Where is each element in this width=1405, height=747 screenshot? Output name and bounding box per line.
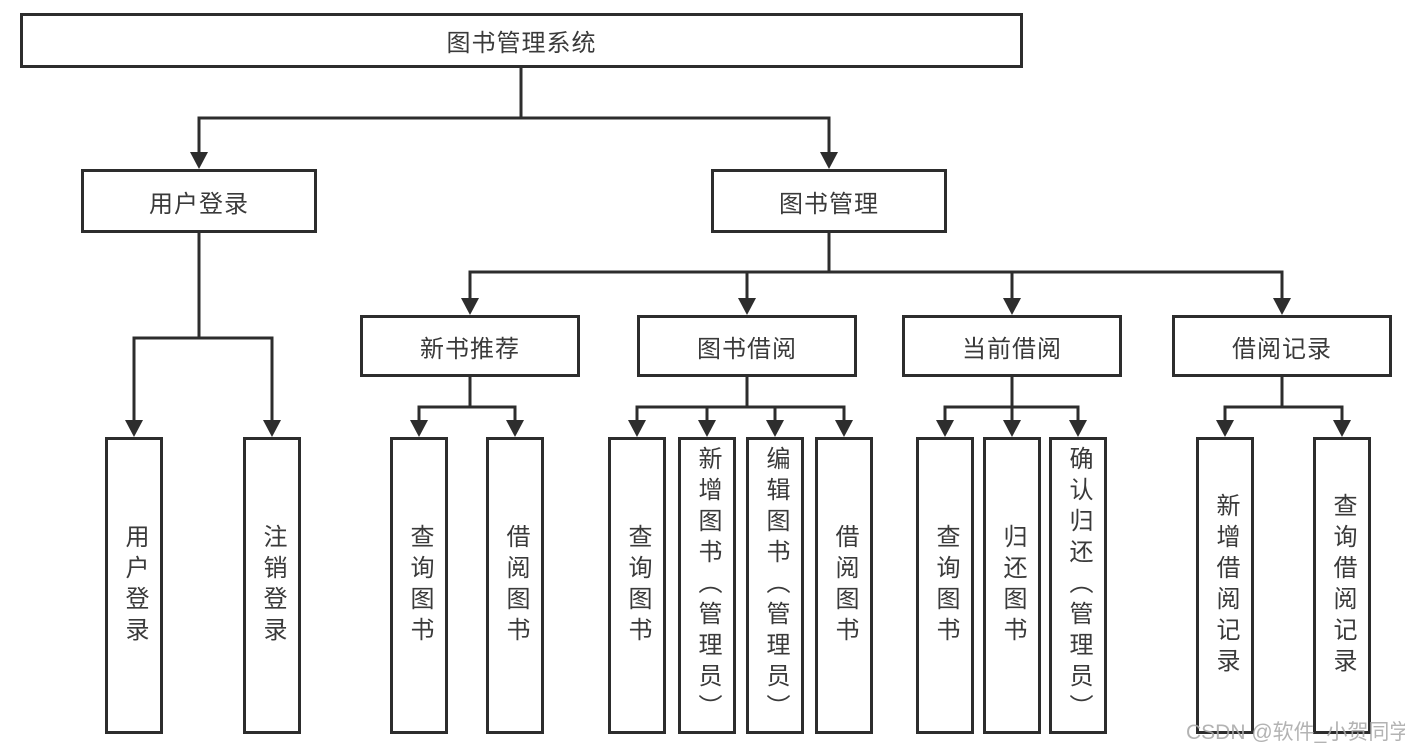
connector-borrowrecords-leaves bbox=[1223, 375, 1344, 426]
node-leaf-query-borrow-record: 查询借阅记录 bbox=[1313, 437, 1371, 734]
node-leaf-borrow-books-1: 借阅图书 bbox=[486, 437, 544, 734]
node-label: 图书管理系统 bbox=[446, 30, 597, 57]
arrow-down-icon bbox=[1069, 420, 1087, 437]
arrow-down-icon bbox=[936, 420, 954, 437]
arrow-down-icon bbox=[1216, 420, 1234, 437]
node-label: 借阅图书 bbox=[831, 523, 858, 648]
node-label: 新增图书（管理员） bbox=[694, 446, 721, 725]
node-label: 查询借阅记录 bbox=[1329, 492, 1356, 679]
node-label: 查询图书 bbox=[932, 523, 959, 648]
node-book-management: 图书管理 bbox=[711, 169, 947, 233]
node-leaf-query-books-1: 查询图书 bbox=[390, 437, 448, 734]
node-label: 编辑图书（管理员） bbox=[762, 446, 789, 725]
arrowheads bbox=[125, 152, 1351, 437]
arrow-down-icon bbox=[738, 298, 756, 315]
node-leaf-add-borrow-record: 新增借阅记录 bbox=[1196, 437, 1254, 734]
node-leaf-query-books-3: 查询图书 bbox=[916, 437, 974, 734]
arrow-down-icon bbox=[461, 298, 479, 315]
node-leaf-user-login: 用户登录 bbox=[105, 437, 163, 734]
node-leaf-borrow-books-2: 借阅图书 bbox=[815, 437, 873, 734]
arrow-down-icon bbox=[1273, 298, 1291, 315]
node-label: 查询图书 bbox=[406, 523, 433, 648]
node-current-borrow: 当前借阅 bbox=[902, 315, 1122, 377]
node-leaf-query-books-2: 查询图书 bbox=[608, 437, 666, 734]
node-book-borrow: 图书借阅 bbox=[637, 315, 857, 377]
arrow-down-icon bbox=[628, 420, 646, 437]
node-label: 当前借阅 bbox=[962, 335, 1062, 363]
csdn-watermark: CSDN @软件_小贺同学 bbox=[1186, 721, 1405, 744]
arrow-down-icon bbox=[263, 420, 281, 437]
node-system-root: 图书管理系统 bbox=[20, 13, 1023, 68]
node-leaf-return-books: 归还图书 bbox=[983, 437, 1041, 734]
node-label: 图书管理 bbox=[779, 190, 879, 218]
arrow-down-icon bbox=[506, 420, 524, 437]
connector-bookborrow-leaves bbox=[635, 375, 846, 426]
connector-bookmgmt-level3 bbox=[468, 231, 1284, 304]
arrow-down-icon bbox=[1003, 420, 1021, 437]
arrow-down-icon bbox=[1333, 420, 1351, 437]
node-leaf-edit-books-admin: 编辑图书（管理员） bbox=[746, 437, 804, 734]
node-label: 查询图书 bbox=[624, 523, 651, 648]
connector-newbook-leaves bbox=[417, 375, 517, 426]
node-new-book-recommend: 新书推荐 bbox=[360, 315, 580, 377]
node-label: 借阅记录 bbox=[1232, 335, 1332, 363]
arrow-down-icon bbox=[125, 420, 143, 437]
connector-userlogin-leaves bbox=[132, 231, 274, 426]
node-label: 新书推荐 bbox=[420, 335, 520, 363]
node-label: 新增借阅记录 bbox=[1212, 492, 1239, 679]
node-label: 借阅图书 bbox=[502, 523, 529, 648]
node-borrow-records: 借阅记录 bbox=[1172, 315, 1392, 377]
arrow-down-icon bbox=[766, 420, 784, 437]
node-label: 用户登录 bbox=[149, 190, 249, 218]
arrow-down-icon bbox=[410, 420, 428, 437]
node-label: 归还图书 bbox=[999, 523, 1026, 648]
arrow-down-icon bbox=[698, 420, 716, 437]
connector-currentborrow-leaves bbox=[943, 375, 1080, 426]
connector-root-level2 bbox=[197, 66, 831, 158]
node-leaf-logout: 注销登录 bbox=[243, 437, 301, 734]
arrow-down-icon bbox=[820, 152, 838, 169]
arrow-down-icon bbox=[1003, 298, 1021, 315]
node-leaf-add-books-admin: 新增图书（管理员） bbox=[678, 437, 736, 734]
node-label: 确认归还（管理员） bbox=[1065, 446, 1092, 725]
node-label: 用户登录 bbox=[121, 523, 148, 648]
node-user-login: 用户登录 bbox=[81, 169, 317, 233]
node-label: 图书借阅 bbox=[697, 335, 797, 363]
arrow-down-icon bbox=[835, 420, 853, 437]
arrow-down-icon bbox=[190, 152, 208, 169]
node-label: 注销登录 bbox=[259, 523, 286, 648]
node-leaf-confirm-return-admin: 确认归还（管理员） bbox=[1049, 437, 1107, 734]
